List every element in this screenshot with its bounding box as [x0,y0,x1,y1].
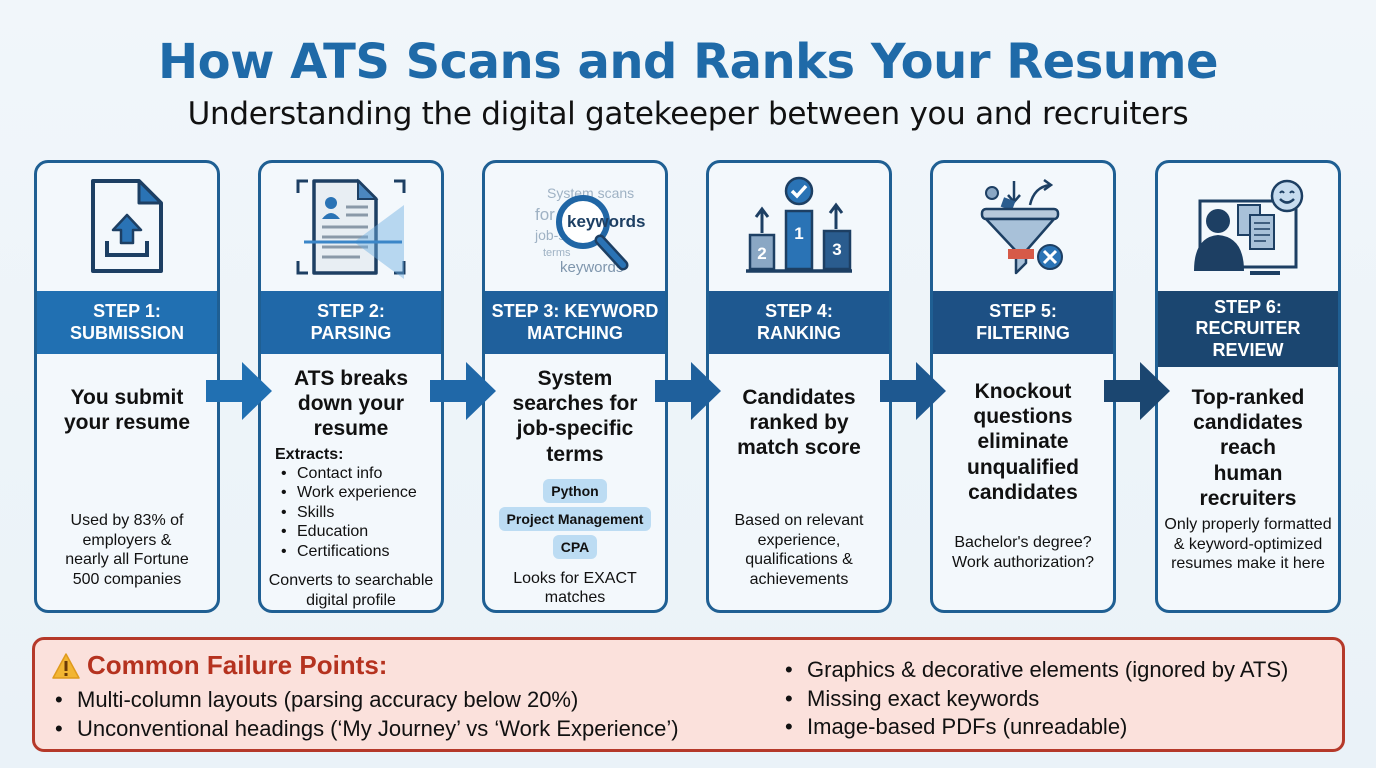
magnifier-keywords-icon: System scans for job-specific terms keyw… [485,163,665,291]
step-card-ranking: 2 1 3 STEP 4: RANKING Candidates ranked … [706,160,892,613]
step-card-filtering: STEP 5: FILTERING Knockout questions eli… [930,160,1116,613]
failure-title: Common Failure Points: [51,650,387,681]
arrow-right-icon [655,362,721,420]
step-note: Bachelor's degree? Work authorization? [952,534,1094,571]
svg-text:for: for [535,205,555,224]
step-card-parsing: STEP 2: PARSING ATS breaks down your res… [258,160,444,613]
list-item: Certifications [281,542,435,562]
list-item: Work experience [281,483,435,503]
arrow-right-icon [430,362,496,420]
list-item: Education [281,522,435,542]
step-card-keyword-matching: System scans for job-specific terms keyw… [482,160,668,613]
step-header: STEP 3: KEYWORD MATCHING [485,291,665,354]
svg-text:3: 3 [832,240,841,259]
arrow-right-icon [880,362,946,420]
list-item: Contact info [281,464,435,484]
step-header: STEP 2: PARSING [261,291,441,354]
podium-ranking-icon: 2 1 3 [709,163,889,291]
recruiter-review-icon [1158,163,1338,291]
warning-icon [52,652,80,679]
step-lead: Top-ranked candidates reach human recrui… [1191,386,1305,510]
step-note: Only properly formatted & keyword-optimi… [1164,516,1332,573]
failure-list-left: Multi-column layouts (parsing accuracy b… [51,686,679,743]
step-header: STEP 1: SUBMISSION [37,291,217,354]
arrow-right-icon [1104,362,1170,420]
keyword-chip: Python [543,478,607,503]
page-title: How ATS Scans and Ranks Your Resume [157,34,1219,90]
step-lead: You submit your resume [63,386,191,435]
step-header: STEP 6: RECRUITER REVIEW [1158,291,1338,367]
step-lead: Knockout questions eliminate unqualified… [967,380,1079,504]
arrow-right-icon [206,362,272,420]
step-card-recruiter-review: STEP 6: RECRUITER REVIEW Top-ranked cand… [1155,160,1341,613]
svg-text:keywords: keywords [560,259,623,276]
svg-text:1: 1 [794,224,803,243]
list-item: Image-based PDFs (unreadable) [781,713,1288,742]
keyword-chip: Project Management [498,506,652,531]
svg-text:2: 2 [757,244,766,263]
keyword-chip: CPA [552,534,598,559]
scan-document-icon [261,163,441,291]
funnel-filter-icon [933,163,1113,291]
extracts-list: Contact info Work experience Skills Educ… [267,464,435,562]
list-item: Multi-column layouts (parsing accuracy b… [51,686,679,715]
step-lead: System searches for job-specific terms [512,367,638,466]
failure-points-panel: Common Failure Points: Multi-column layo… [32,637,1345,752]
step-lead: Candidates ranked by match score [737,386,861,460]
list-item: Missing exact keywords [781,685,1288,714]
step-note: Based on relevant experience, qualificat… [734,512,864,588]
list-item: Graphics & decorative elements (ignored … [781,656,1288,685]
step-note: Converts to searchable digital profile [268,572,434,609]
svg-text:keywords: keywords [567,212,645,231]
step-note: Looks for EXACT matches [513,569,637,607]
extracts-label: Extracts: [275,445,344,463]
failure-list-right: Graphics & decorative elements (ignored … [781,656,1288,742]
step-header: STEP 5: FILTERING [933,291,1113,354]
upload-document-icon [37,163,217,291]
list-item: Unconventional headings (‘My Journey’ vs… [51,715,679,744]
svg-text:System scans: System scans [547,185,634,201]
svg-text:terms: terms [543,247,571,259]
step-note: Used by 83% of employers & nearly all Fo… [65,512,189,588]
list-item: Skills [281,503,435,523]
step-header: STEP 4: RANKING [709,291,889,354]
step-lead: ATS breaks down your resume [294,367,408,441]
step-card-submission: STEP 1: SUBMISSION You submit your resum… [34,160,220,613]
page-subtitle: Understanding the digital gatekeeper bet… [187,96,1189,132]
